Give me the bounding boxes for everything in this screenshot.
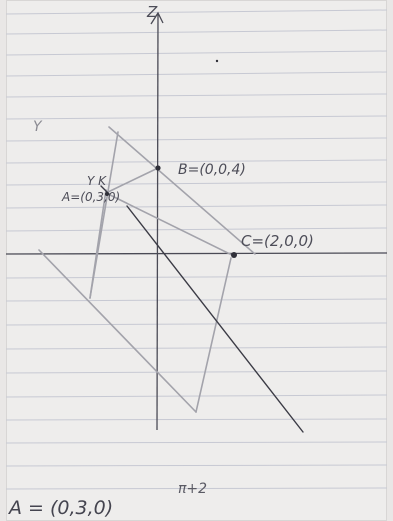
- y-label-near-a: Y K: [87, 174, 107, 188]
- point-a-label: A=(0,3,0): [62, 190, 121, 204]
- z-axis: [156, 13, 159, 431]
- sketch-canvas: [6, 9, 387, 490]
- y-axis-label: Y: [33, 119, 42, 135]
- ruled-lines: [6, 9, 387, 490]
- z-axis-arrow: [150, 11, 164, 25]
- plane-trace-line: [126, 205, 304, 433]
- plane-label: π+2: [178, 481, 208, 497]
- bottom-note: A = (0,3,0): [9, 497, 114, 519]
- notebook-page: [6, 0, 387, 521]
- x-axis: [6, 252, 387, 255]
- axes: [6, 11, 387, 431]
- point-b-label: B=(0,0,4): [178, 162, 246, 178]
- point-b-dot: [155, 165, 161, 171]
- z-axis-label: Z: [147, 3, 158, 21]
- light-construction-lines: [38, 126, 256, 413]
- points: [105, 59, 237, 258]
- stray-dot: [215, 59, 219, 63]
- point-a-dot: [105, 192, 109, 196]
- point-c-label: C=(2,0,0): [241, 232, 314, 250]
- point-c-dot: [231, 252, 237, 258]
